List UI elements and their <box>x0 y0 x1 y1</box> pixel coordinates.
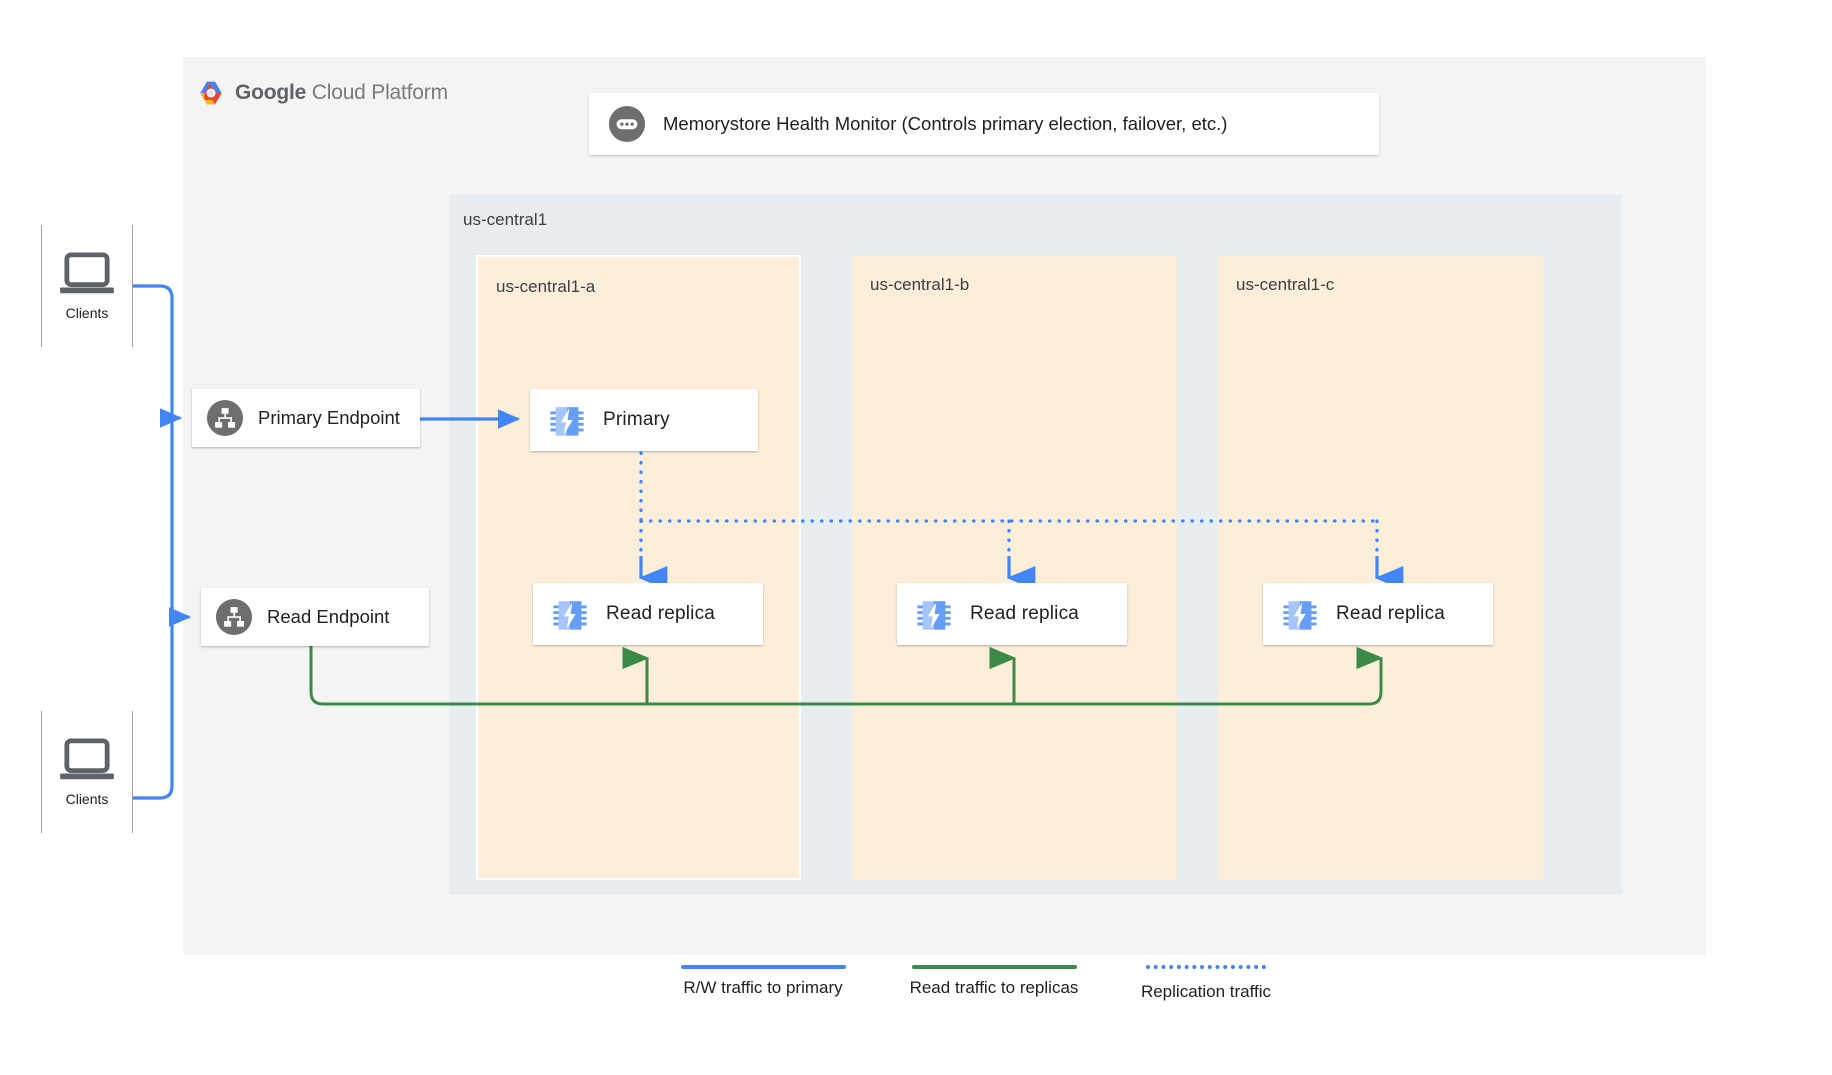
laptop-icon <box>60 252 114 294</box>
primary-endpoint-label: Primary Endpoint <box>258 407 400 428</box>
memorystore-chip-icon <box>917 601 951 630</box>
network-hierarchy-icon <box>206 399 244 437</box>
client-traffic-wires <box>133 284 192 800</box>
legend-label-rw-traffic: R/W traffic to primary <box>683 978 843 997</box>
read-replica-node-a[interactable]: Read replica <box>533 583 763 645</box>
legend-item-rw-traffic: R/W traffic to primary <box>655 965 871 998</box>
primary-node[interactable]: Primary <box>530 389 758 451</box>
zone-us-central1-c: us-central1-c <box>1218 255 1543 880</box>
legend-item-replication-traffic: Replication traffic <box>1117 965 1295 1002</box>
legend-swatch-blue-solid <box>680 965 846 969</box>
zone-us-central1-a: us-central1-a <box>476 255 801 880</box>
read-replica-node-c[interactable]: Read replica <box>1263 583 1493 645</box>
client-label-top: Clients <box>65 305 109 321</box>
memorystore-health-monitor-bar[interactable]: Memorystore Health Monitor (Controls pri… <box>589 93 1379 155</box>
legend-swatch-green-solid <box>911 965 1077 969</box>
health-monitor-dots-icon <box>608 105 646 143</box>
health-monitor-label: Memorystore Health Monitor (Controls pri… <box>663 113 1228 134</box>
gcp-logo-text: Google Cloud Platform <box>235 81 448 105</box>
legend-label-read-traffic: Read traffic to replicas <box>909 978 1079 997</box>
client-label-bottom: Clients <box>65 791 109 807</box>
zone-us-central1-b: us-central1-b <box>852 255 1177 880</box>
google-cloud-hexagon-icon <box>200 81 222 105</box>
legend-swatch-blue-dotted <box>1146 965 1266 973</box>
memorystore-chip-icon <box>1283 601 1317 630</box>
zone-label-a: us-central1-a <box>496 277 596 296</box>
zone-label-b: us-central1-b <box>870 275 970 294</box>
read-endpoint-label: Read Endpoint <box>267 606 390 627</box>
client-box-top: Clients <box>41 225 133 347</box>
memorystore-chip-icon <box>550 407 584 436</box>
primary-node-label: Primary <box>603 409 670 430</box>
gcp-branding: Google Cloud Platform <box>196 76 448 110</box>
client-box-bottom: Clients <box>41 711 133 833</box>
legend: R/W traffic to primary Read traffic to r… <box>655 965 1295 1025</box>
network-hierarchy-icon <box>215 598 253 636</box>
legend-label-replication-traffic: Replication traffic <box>1140 982 1272 1001</box>
memorystore-chip-icon <box>553 601 587 630</box>
zone-label-c: us-central1-c <box>1236 275 1335 294</box>
read-replica-label-b: Read replica <box>970 603 1080 624</box>
read-replica-label-a: Read replica <box>606 603 716 624</box>
primary-endpoint-node[interactable]: Primary Endpoint <box>192 389 420 447</box>
region-label: us-central1 <box>463 210 548 229</box>
read-replica-label-c: Read replica <box>1336 603 1446 624</box>
legend-item-read-traffic: Read traffic to replicas <box>871 965 1117 998</box>
laptop-icon <box>60 738 114 780</box>
gcp-logo-google: Google <box>235 81 307 104</box>
gcp-logo-cloud-platform: Cloud Platform <box>311 81 448 104</box>
read-replica-node-b[interactable]: Read replica <box>897 583 1127 645</box>
read-endpoint-node[interactable]: Read Endpoint <box>201 588 429 646</box>
